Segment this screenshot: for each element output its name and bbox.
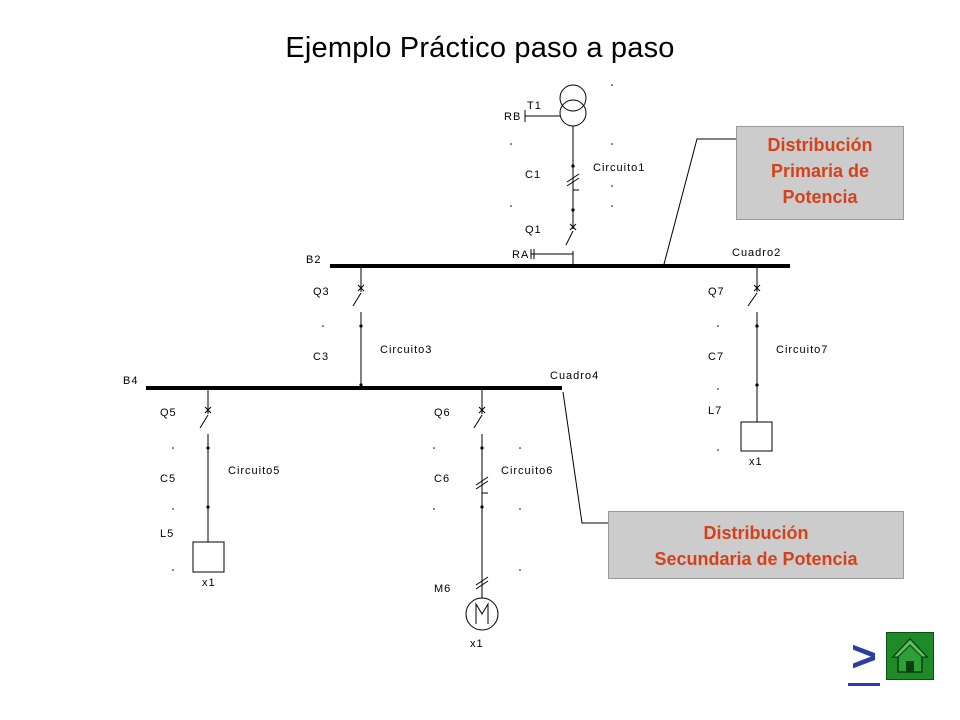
home-button[interactable] bbox=[886, 632, 934, 680]
cable-c1-label: C1 bbox=[525, 169, 541, 181]
node-dot bbox=[480, 505, 484, 509]
callout-secondary-line2: Secundaria de Potencia bbox=[654, 549, 858, 569]
home-icon bbox=[891, 637, 929, 673]
cable-c6-label: C6 bbox=[434, 473, 450, 485]
node-dot bbox=[359, 383, 363, 387]
callout-leader-secondary bbox=[562, 391, 608, 524]
node-dot bbox=[571, 164, 575, 168]
breaker-q6-label: Q6 bbox=[434, 407, 451, 419]
feeder-circuit6 bbox=[473, 388, 489, 598]
node-dot bbox=[206, 446, 210, 450]
ra-label: RA bbox=[512, 249, 529, 261]
callout-secondary-line1: Distribución bbox=[703, 523, 809, 543]
node-dot bbox=[480, 446, 484, 450]
breaker-q1-label: Q1 bbox=[525, 224, 542, 236]
motor-m6 bbox=[465, 597, 499, 631]
feeder-circuit5 bbox=[199, 388, 212, 542]
page-title: Ejemplo Práctico paso a paso bbox=[285, 32, 675, 64]
transformer-label: T1 bbox=[527, 100, 542, 112]
cable-c3-label: C3 bbox=[313, 351, 329, 363]
node-dot bbox=[755, 383, 759, 387]
bus-b2-label: B2 bbox=[306, 254, 321, 266]
node-dot bbox=[571, 208, 575, 212]
load-l5-label: L5 bbox=[160, 528, 174, 540]
motor-m6-label: M6 bbox=[434, 583, 451, 595]
breaker-q3-label: Q3 bbox=[313, 286, 330, 298]
breaker-q5-label: Q5 bbox=[160, 407, 177, 419]
breaker-q7-label: Q7 bbox=[708, 286, 725, 298]
breaker-q1 bbox=[530, 220, 577, 266]
circuit7-label: Circuito7 bbox=[776, 344, 828, 356]
circuit3-label: Circuito3 bbox=[380, 344, 432, 356]
feeder-circuit7 bbox=[747, 266, 761, 422]
callout-primary-line2: Primaria de bbox=[770, 161, 870, 181]
bus-b4-label: B4 bbox=[123, 375, 138, 387]
load-l5-multiplier: x1 bbox=[202, 577, 216, 589]
cable-c7-label: C7 bbox=[708, 351, 724, 363]
load-l7-label: L7 bbox=[708, 405, 722, 417]
node-dot bbox=[755, 324, 759, 328]
load-l7-multiplier: x1 bbox=[749, 456, 763, 468]
callout-secondary-distribution: Distribución Secundaria de Potencia bbox=[608, 511, 904, 579]
motor-m6-multiplier: x1 bbox=[470, 638, 484, 650]
callout-leader-primary bbox=[662, 138, 736, 269]
node-dot bbox=[206, 505, 210, 509]
cuadro4-label: Cuadro4 bbox=[550, 370, 599, 382]
grid-dots bbox=[172, 84, 719, 571]
cable-c5-label: C5 bbox=[160, 473, 176, 485]
node-dot bbox=[359, 324, 363, 328]
callout-primary-line1: Distribución bbox=[767, 135, 873, 155]
circuit1-label: Circuito1 bbox=[593, 162, 645, 174]
circuit6-label: Circuito6 bbox=[501, 465, 553, 477]
next-link[interactable]: > bbox=[844, 634, 884, 686]
rb-label: RB bbox=[504, 111, 521, 123]
feeder-circuit3 bbox=[352, 266, 365, 388]
load-l5 bbox=[192, 541, 225, 573]
callout-primary-distribution: Distribución Primaria de Potencia bbox=[736, 126, 904, 220]
cuadro2-label: Cuadro2 bbox=[732, 247, 781, 259]
transformer-t1 bbox=[524, 84, 587, 163]
circuit5-label: Circuito5 bbox=[228, 465, 280, 477]
load-l7 bbox=[740, 421, 773, 452]
callout-primary-line3: Potencia bbox=[782, 187, 858, 207]
